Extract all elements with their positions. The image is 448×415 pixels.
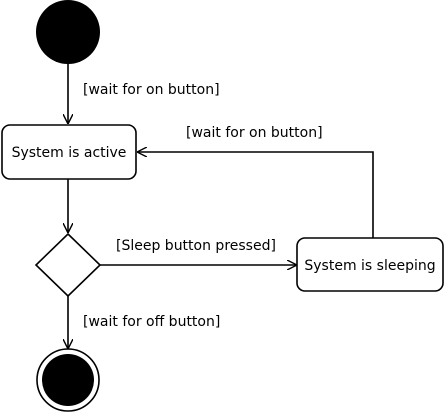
edge-label-decision-to-end: [wait for off button] <box>83 314 220 330</box>
state-system-sleeping <box>296 237 444 292</box>
state-system-active <box>1 124 137 180</box>
decision-node <box>34 232 102 298</box>
edge-label-sleeping-to-active: [wait for on button] <box>186 125 323 141</box>
edge-label-decision-to-sleeping: [Sleep button pressed] <box>116 238 276 254</box>
start-node <box>36 0 100 64</box>
edge-sleeping-to-active <box>137 152 374 238</box>
end-node-core <box>42 354 94 406</box>
state-system-sleeping-label: System is sleeping <box>304 258 435 274</box>
edge-label-start-to-active: [wait for on button] <box>83 82 220 98</box>
state-system-active-label: System is active <box>12 145 127 161</box>
